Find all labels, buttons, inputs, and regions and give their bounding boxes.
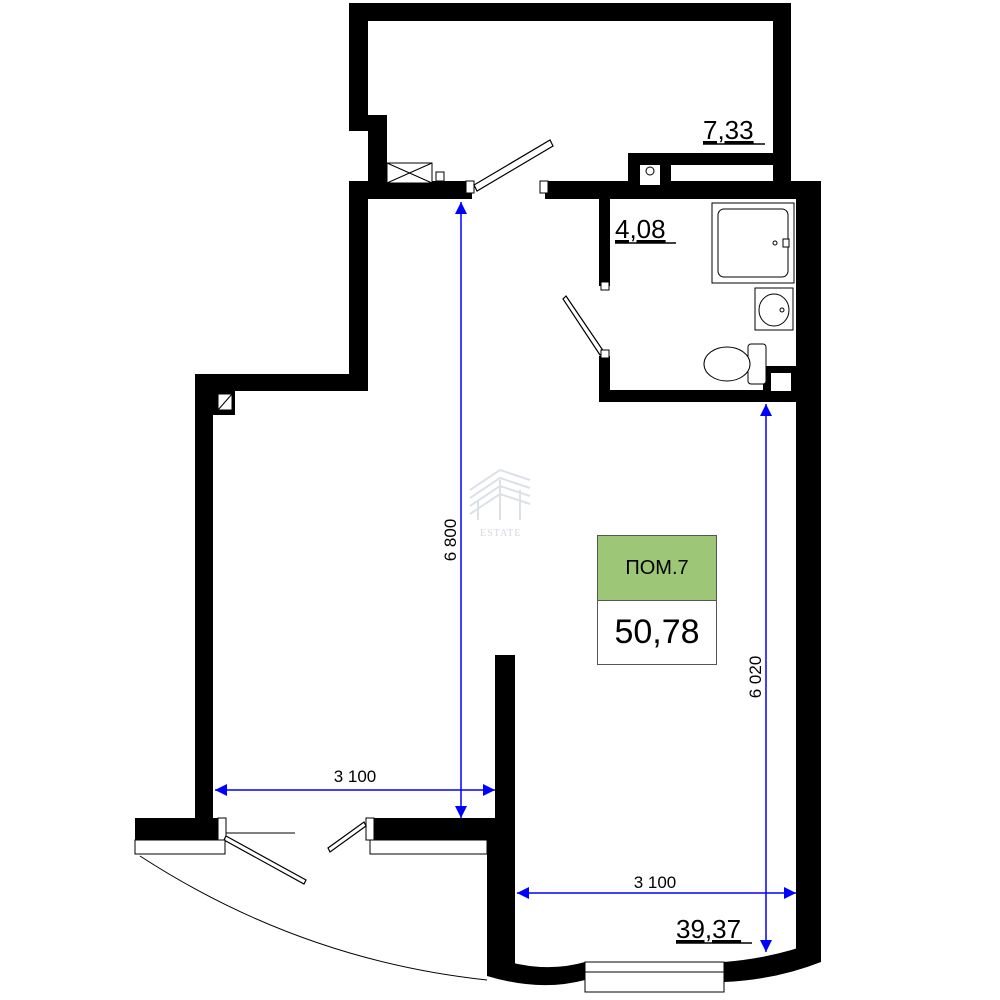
meter-icon <box>435 171 445 182</box>
loggia <box>134 839 725 993</box>
storage-area-label: 7,33 <box>703 115 754 145</box>
balcony-door-left <box>217 817 307 885</box>
main-area-label: 39,37 <box>676 914 741 944</box>
room-badge: ПОМ.7 50,78 <box>597 535 717 665</box>
bathroom-door <box>562 281 610 359</box>
room-badge-label: ПОМ.7 <box>598 536 716 601</box>
walls <box>135 3 821 986</box>
ventilation-shaft-icon <box>386 162 433 184</box>
toilet-icon <box>703 343 767 385</box>
dimension-label-vertical-right: 6 020 <box>746 656 765 699</box>
room-badge-area: 50,78 <box>614 613 700 651</box>
dimension-label-horizontal-upper: 3 100 <box>334 767 377 786</box>
bathroom-area-label: 4,08 <box>615 214 666 244</box>
storage-door <box>465 139 554 194</box>
riser-icon <box>645 166 655 176</box>
bathtub-icon <box>711 202 795 284</box>
dimension-label-vertical-left: 6 800 <box>441 519 460 562</box>
dimension-label-horizontal-lower: 3 100 <box>634 873 677 892</box>
watermark-text: ESTATE <box>480 528 521 539</box>
watermark-logo: ESTATE <box>469 468 531 539</box>
balcony-door-right <box>327 817 375 853</box>
shaft-box <box>771 373 791 391</box>
sink-icon <box>754 287 794 331</box>
